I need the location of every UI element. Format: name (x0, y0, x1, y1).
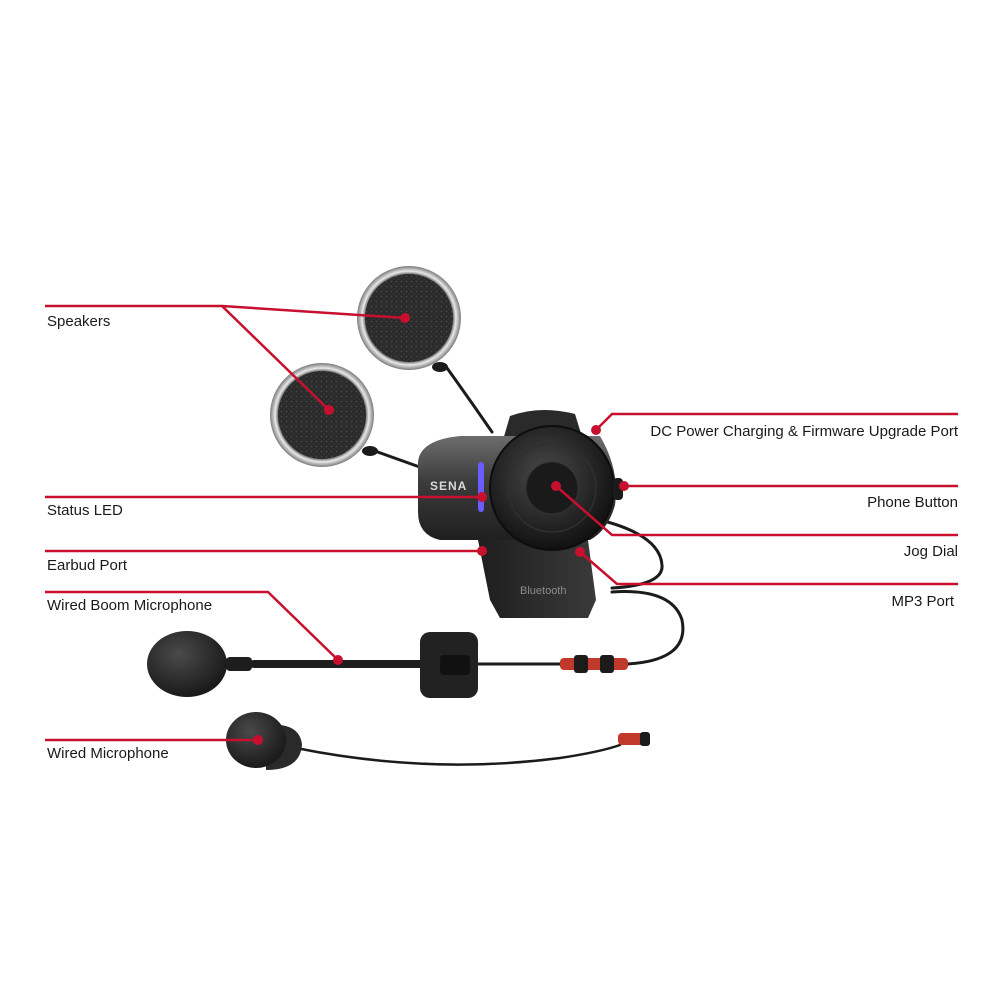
leader-wired-boom-microphone (45, 590, 343, 665)
leader-speakers (45, 304, 410, 415)
device-clamp-text: Bluetooth (520, 585, 566, 597)
label-mp3-port: MP3 Port (891, 593, 954, 610)
device-brand: SENA (430, 479, 467, 493)
leader-earbud-port (45, 546, 487, 556)
label-wired-boom-microphone: Wired Boom Microphone (47, 597, 213, 614)
leader-wired-microphone (45, 735, 263, 745)
label-jog-dial: Jog Dial (903, 543, 958, 560)
label-dc-power-port: DC Power Charging & Firmware Upgrade Por… (650, 423, 958, 440)
leader-jog-dial (551, 481, 958, 537)
speaker-bottom (270, 363, 378, 467)
leader-dc-power-port (591, 412, 958, 435)
label-wired-microphone: Wired Microphone (47, 745, 169, 762)
label-speakers: Speakers (47, 313, 111, 330)
wired-mic-cable (294, 743, 622, 766)
boom-microphone (147, 631, 628, 698)
label-phone-button: Phone Button (867, 494, 958, 511)
leader-status-led (45, 492, 487, 502)
label-status-led: Status LED (47, 502, 123, 519)
leader-mp3-port (575, 547, 958, 586)
label-earbud-port: Earbud Port (47, 557, 128, 574)
leader-phone-button (619, 481, 958, 491)
wired-microphone (226, 712, 650, 770)
